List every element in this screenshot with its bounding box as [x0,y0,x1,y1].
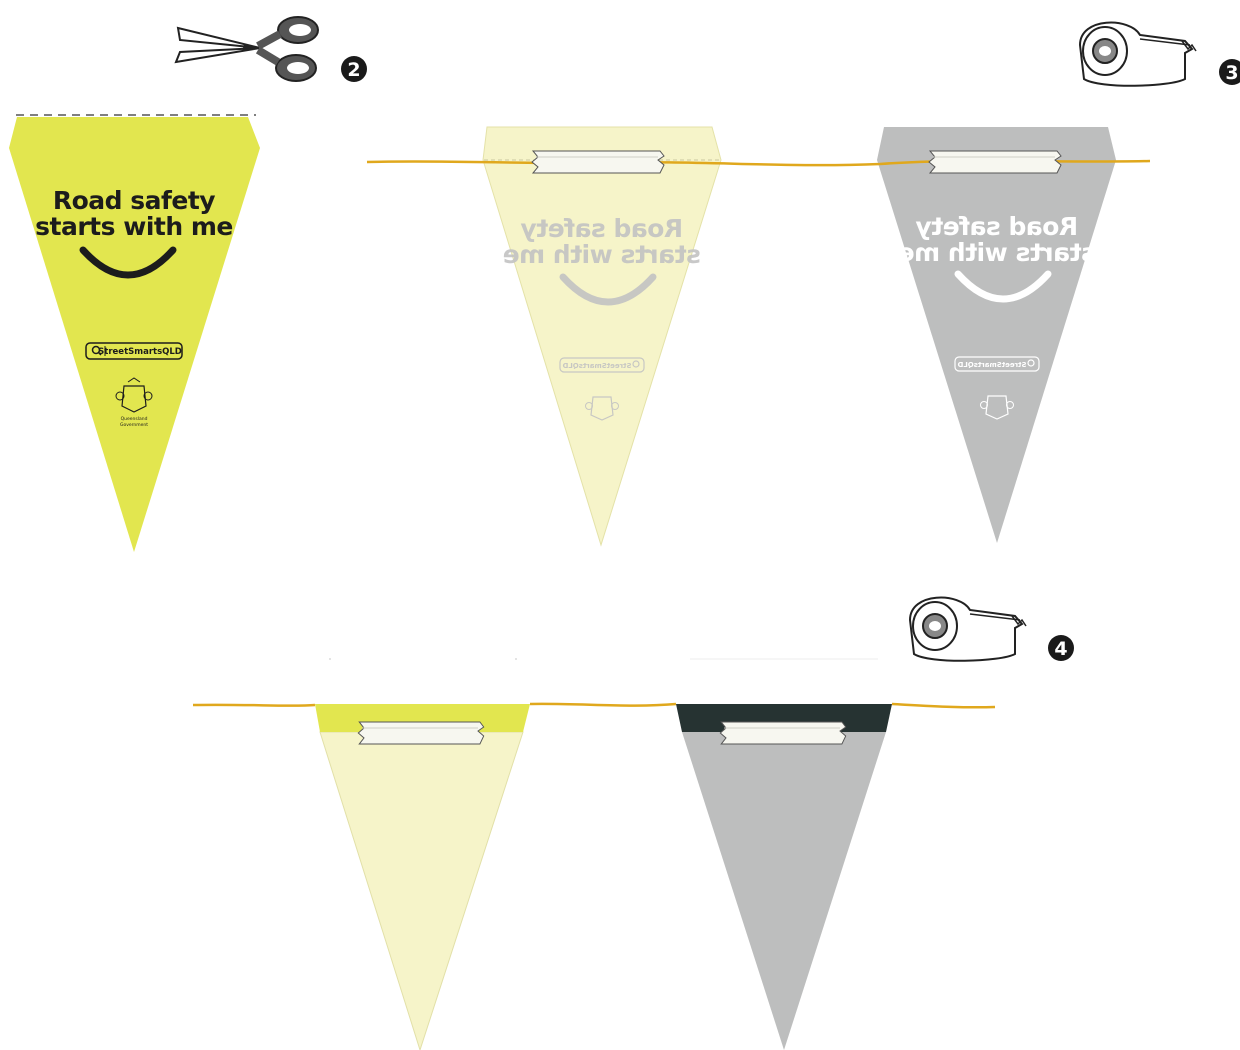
pennant-shape [9,117,260,552]
step-number: 4 [1054,638,1067,660]
flag-front-yellow: Road safety starts with me StreetSmartsQ… [9,115,260,552]
tape-strip [532,151,664,173]
pennant-shape [320,732,523,1050]
tape-strip [929,151,1061,173]
step-number-badge: 4 [1048,635,1074,661]
step-number-badge: 2 [341,56,367,82]
pennant-shape [682,732,886,1050]
pennant-shape [483,127,721,545]
pennant-shape [877,127,1116,543]
tape-strip [358,722,483,744]
crest-label-line1: Queensland [121,416,148,422]
step-number-badge: 3 [1219,59,1240,85]
step-number: 3 [1225,62,1238,84]
flag-title-line1-mirrored: Road safety [521,214,683,243]
flag-title-line1: Road safety [53,186,215,215]
step-3-group: Road safety starts with me StreetSmartsQ… [367,23,1240,545]
flag-title-line2-mirrored: starts with me [503,240,701,269]
step-number: 2 [347,59,360,81]
search-tag-label: StreetSmartsQLD [98,347,182,357]
tape-dispenser-icon [1080,23,1196,86]
flag-folded-pale-yellow [315,704,530,1050]
tape-strip [720,722,845,744]
crest-label-line2: Government [120,422,148,428]
scissors-icon [176,17,318,81]
flag-title-line2-mirrored: starts with me [898,238,1096,267]
flag-title-line2: starts with me [35,212,233,241]
step-2-group: 2 [176,17,367,82]
flag-folded-grey [676,704,892,1050]
step-4-group: 4 [193,598,1074,1050]
tape-dispenser-icon [910,598,1026,661]
search-tag-label: StreetSmartsQLD [957,361,1026,369]
flag-back-pale-yellow: Road safety starts with me StreetSmartsQ… [483,127,721,545]
search-tag-label: StreetSmartsQLD [562,362,631,370]
flag-title-line1-mirrored: Road safety [916,212,1078,241]
flag-back-grey: Road safety starts with me StreetSmartsQ… [877,127,1116,543]
